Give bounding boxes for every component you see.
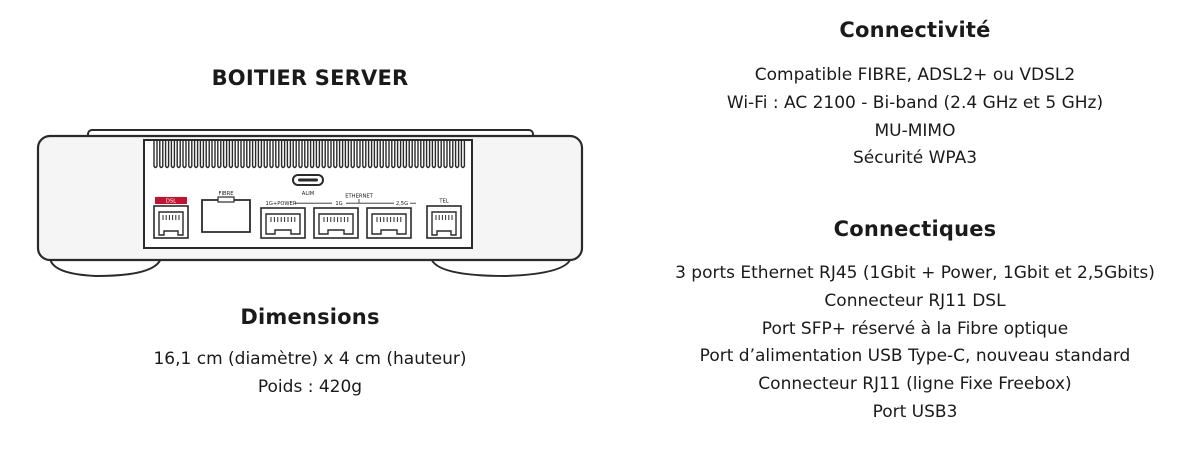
vent-slot — [321, 140, 326, 169]
vent-slot — [414, 140, 419, 169]
alim-label: ALIM — [302, 191, 314, 197]
tel-label: TEL — [438, 199, 448, 205]
vent-slot — [460, 140, 466, 169]
vent-slot — [396, 140, 402, 169]
vent-slot — [408, 140, 413, 169]
device-title: BOITIER SERVER — [211, 66, 409, 90]
port-row — [153, 196, 462, 239]
connectiques-item: Port USB3 — [872, 401, 958, 422]
vent-slot — [309, 140, 315, 169]
vent-slot — [234, 140, 239, 169]
connectivity-title: Connectivité — [839, 18, 991, 42]
left-foot — [48, 257, 163, 278]
connectivity-item: Wi-Fi : AC 2100 - Bi-band (2.4 GHz et 5 … — [726, 92, 1104, 113]
vent-slot — [246, 140, 251, 169]
vent-slot — [199, 140, 205, 169]
two-five-g-label: 2,5G — [396, 201, 408, 207]
connectivity-item: Compatible FIBRE, ADSL2+ ou VDSL2 — [754, 65, 1076, 85]
connectiques-item: Port d’alimentation USB Type-C, nouveau … — [699, 346, 1131, 367]
vent-slot — [315, 140, 321, 169]
dsl-label-badge — [155, 197, 187, 204]
vent-slot — [425, 140, 431, 169]
vent-slot — [286, 140, 292, 169]
dsl-label: DSL — [166, 199, 176, 205]
vent-slot — [385, 140, 390, 169]
connectivity-item: MU-MIMO — [874, 120, 956, 141]
connectivity-list: Compatible FIBRE, ADSL2+ ou VDSL2 Wi-Fi … — [665, 62, 1165, 173]
vent-slot — [391, 140, 396, 169]
vent-slot — [443, 140, 448, 169]
fibre-label: FIBRE — [219, 191, 234, 197]
vent-slot — [228, 140, 234, 169]
vent-slot — [431, 140, 437, 169]
dimensions-weight: Poids : 420g — [257, 376, 363, 397]
connectivity-item: Sécurité WPA3 — [852, 148, 978, 169]
vent-slot — [211, 140, 216, 169]
vent-slot — [344, 140, 350, 169]
dsl-port — [153, 205, 189, 239]
vent-slot — [327, 140, 332, 169]
vent-slot — [164, 140, 170, 169]
vent-slot — [292, 140, 297, 169]
vent-slot — [280, 140, 286, 169]
vent-slots — [153, 140, 466, 169]
connectiques-title: Connectiques — [833, 217, 997, 241]
right-foot — [429, 257, 573, 278]
vent-slot — [356, 140, 361, 169]
vent-slot — [222, 140, 228, 169]
vent-slot — [449, 140, 454, 169]
vent-slot — [454, 140, 460, 169]
vent-slot — [217, 140, 222, 169]
vent-slot — [333, 140, 338, 169]
dimensions-list: 16,1 cm (diamètre) x 4 cm (hauteur) Poid… — [110, 346, 510, 402]
vent-slot — [402, 140, 408, 169]
vent-slot — [298, 140, 303, 169]
vent-slot — [188, 140, 193, 169]
ethernet-2-5g-port — [366, 207, 412, 239]
tel-port — [426, 205, 462, 239]
connectiques-item: Connecteur RJ11 DSL — [824, 290, 1006, 311]
power-label: 1G+POWER — [266, 201, 297, 207]
vent-slot — [153, 140, 158, 169]
connectiques-item: Connecteur RJ11 (ligne Fixe Freebox) — [758, 374, 1072, 395]
vent-slot — [373, 140, 379, 169]
vent-slot — [379, 140, 384, 169]
dimensions-size: 16,1 cm (diamètre) x 4 cm (hauteur) — [153, 349, 467, 369]
vent-slot — [304, 140, 309, 169]
vent-slot — [437, 140, 442, 169]
vent-slot — [338, 140, 344, 169]
server-box-illustration: DSL FIBRE ALIM ETHERNET 1G+POWER 1G 2,5G… — [36, 129, 584, 278]
vent-slot — [251, 140, 257, 169]
vent-slot — [159, 140, 164, 169]
vent-slot — [240, 140, 245, 169]
connectiques-item: Port SFP+ réservé à la Fibre optique — [761, 318, 1069, 339]
vent-slot — [275, 140, 280, 169]
vent-slot — [257, 140, 263, 169]
dimensions-title: Dimensions — [240, 305, 380, 329]
vent-slot — [420, 140, 425, 169]
vent-slot — [170, 140, 176, 169]
vent-slot — [269, 140, 274, 169]
connectiques-item: 3 ports Ethernet RJ45 (1Gbit + Power, 1G… — [675, 263, 1155, 283]
ethernet-1g-port — [313, 207, 359, 239]
fibre-sfp-port — [201, 196, 251, 233]
one-g-label: 1G — [335, 201, 342, 207]
vent-slot — [182, 140, 187, 169]
ethernet-label: ETHERNET — [345, 194, 373, 200]
vent-slot — [350, 140, 355, 169]
ethernet-power-port — [260, 207, 306, 239]
vent-slot — [176, 140, 181, 169]
vent-slot — [193, 140, 199, 169]
vent-slot — [263, 140, 268, 169]
connectiques-list: 3 ports Ethernet RJ45 (1Gbit + Power, 1G… — [640, 260, 1190, 427]
vent-slot — [367, 140, 373, 169]
vent-slot — [205, 140, 210, 169]
vent-slot — [362, 140, 367, 169]
